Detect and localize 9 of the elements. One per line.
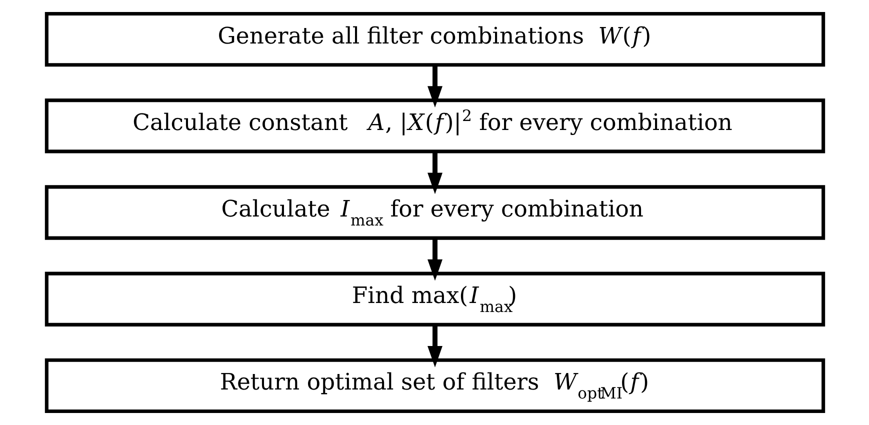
arrow	[427, 152, 442, 194]
node-box: Generate all filter combinations W(f)	[44, 12, 825, 67]
node-box: Calculate I$_{max}$ for every combination	[44, 185, 825, 240]
node-box: Return optimal set of filters W$_{opt}$$_{MI}$(f)	[44, 358, 825, 414]
arrow	[427, 238, 442, 281]
arrow	[427, 324, 442, 368]
arrow	[427, 64, 442, 108]
node-box: Calculate constant A, |X(f)|$^{2}$ for every combination	[44, 98, 825, 154]
node-box: Find max(I$_{max}$)	[44, 272, 825, 326]
